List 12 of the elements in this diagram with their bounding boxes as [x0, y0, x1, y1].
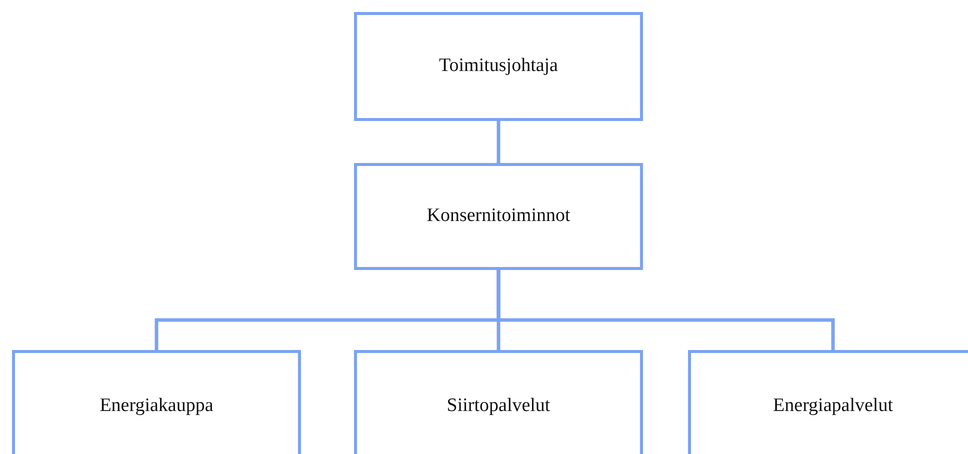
box-title: Energiapalvelut [773, 394, 893, 418]
org-box [354, 163, 643, 270]
box-title: Energiakauppa [100, 394, 214, 418]
box-title: Konsernitoiminnot [426, 204, 570, 228]
org-box [12, 350, 301, 454]
org-box [688, 350, 968, 454]
connector-line [496, 121, 500, 163]
org-box [354, 350, 643, 454]
connector-line [496, 270, 835, 350]
box-title: Siirtopalvelut [446, 394, 550, 418]
box-title: Toimitusjohtaja [439, 54, 558, 78]
org-box [354, 12, 643, 121]
